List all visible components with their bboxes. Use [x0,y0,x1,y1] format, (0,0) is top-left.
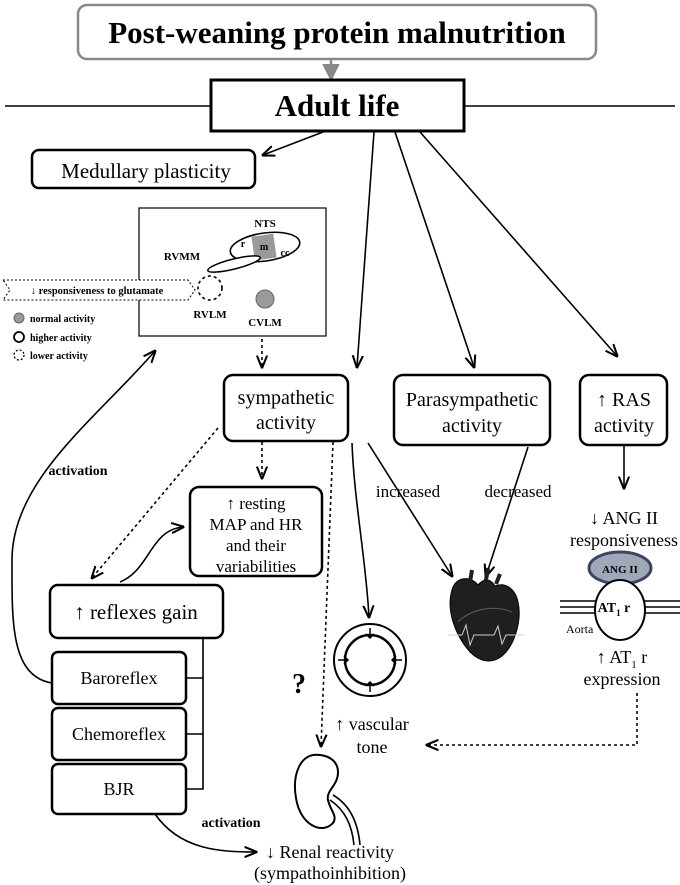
kidney-icon [294,753,361,846]
resting-text-3: and their [226,536,286,555]
activation-left-label: activation [48,464,107,479]
activation-bottom-label: activation [201,816,260,831]
legend-lower: lower activity [30,351,88,362]
arrow-sympathetic-heart [367,442,452,576]
arrow-bjr-renal [154,813,256,852]
adult-life-box [209,78,466,133]
decreased-label: decreased [484,482,552,501]
glutamate-text: ↓ responsiveness to glutamate [31,286,164,297]
rvlm-circle [197,275,223,301]
arrow-sympathetic-renal [321,441,334,746]
vascular-text-1: ↑ vascular [335,714,408,734]
brainstem-panel [138,207,327,337]
legend-normal: normal activity [30,314,95,325]
nts-label: NTS [254,218,275,230]
arrow-adult-medullary [263,131,324,155]
medullary-text: Medullary plasticity [61,159,231,183]
adult-life-text: Adult life [275,88,400,123]
baroreflex-text: Baroreflex [81,668,158,688]
renal-text-2: (sympathoinhibition) [254,863,406,884]
question-mark: ? [292,669,306,700]
arrow-activation-brainstem [11,351,155,684]
ras-text-1: ↑ RAS [597,389,651,411]
cvlm-label: CVLM [248,317,282,329]
resting-text-2: MAP and HR [210,515,304,534]
nts-m: m [260,242,269,253]
vascular-text-2: tone [357,737,388,757]
arrow-adult-ras [419,131,617,356]
parasympathetic-box [392,373,552,447]
nts-r: r [241,239,246,250]
medullary-box [30,148,257,190]
arrow-at1r-vascular [427,693,638,745]
title-box [76,3,598,61]
renal-text-1: ↓ Renal reactivity [266,842,394,862]
aorta-label: Aorta [566,622,594,636]
legend-lower-icon [13,349,25,361]
sympathetic-text-1: sympathetic [238,387,335,409]
nts-m-region [251,233,277,261]
bjr-text: BJR [103,779,134,799]
angii-resp-text-1: ↓ ANG II [590,508,658,528]
rvmm-label: RVMM [164,251,201,263]
increased-label: increased [376,482,441,501]
chemoreflex-text: Chemoreflex [72,724,166,744]
at1r-text: AT1 r [598,601,631,618]
arrow-sympathetic-reflexes [92,427,219,578]
angii-resp-text-2: responsiveness [570,530,678,550]
arrow-sympathetic-vascular [351,442,369,617]
glutamate-banner [2,279,196,301]
at1-expr-text-1: ↑ AT1 r [597,647,648,671]
rvlm-label: RVLM [193,309,227,321]
at1-expr-text-2: expression [584,669,661,689]
reflexes-text: ↑ reflexes gain [74,600,198,624]
at1r-ellipse [594,579,646,641]
parasympathetic-text-1: Parasympathetic [406,389,538,411]
sympathetic-box [222,373,350,443]
vessel-icon [333,623,407,697]
ras-text-2: activity [594,415,654,437]
nts-cc: cc [281,248,290,259]
title-text: Post-weaning protein malnutrition [108,15,566,50]
cvlm-circle [255,289,275,309]
arrow-adult-sympathetic [357,131,375,367]
angii-text: ANG II [602,564,638,576]
resting-text-1: ↑ resting [226,494,286,513]
legend-higher-icon [13,331,25,343]
resting-box [188,485,324,578]
sympathetic-text-2: activity [256,412,316,434]
rvmm-ellipse [207,255,261,273]
heart-icon [448,567,524,662]
arrow-reflexes-resting [119,527,183,583]
legend-normal-icon [13,312,25,324]
arrow-adult-parasympathetic [394,131,474,367]
reflexes-box [48,583,225,640]
arrow-parasympathetic-heart [486,446,529,576]
resting-text-4: variabilities [216,557,296,576]
parasympathetic-text-2: activity [442,415,502,437]
legend-higher: higher activity [30,333,92,344]
